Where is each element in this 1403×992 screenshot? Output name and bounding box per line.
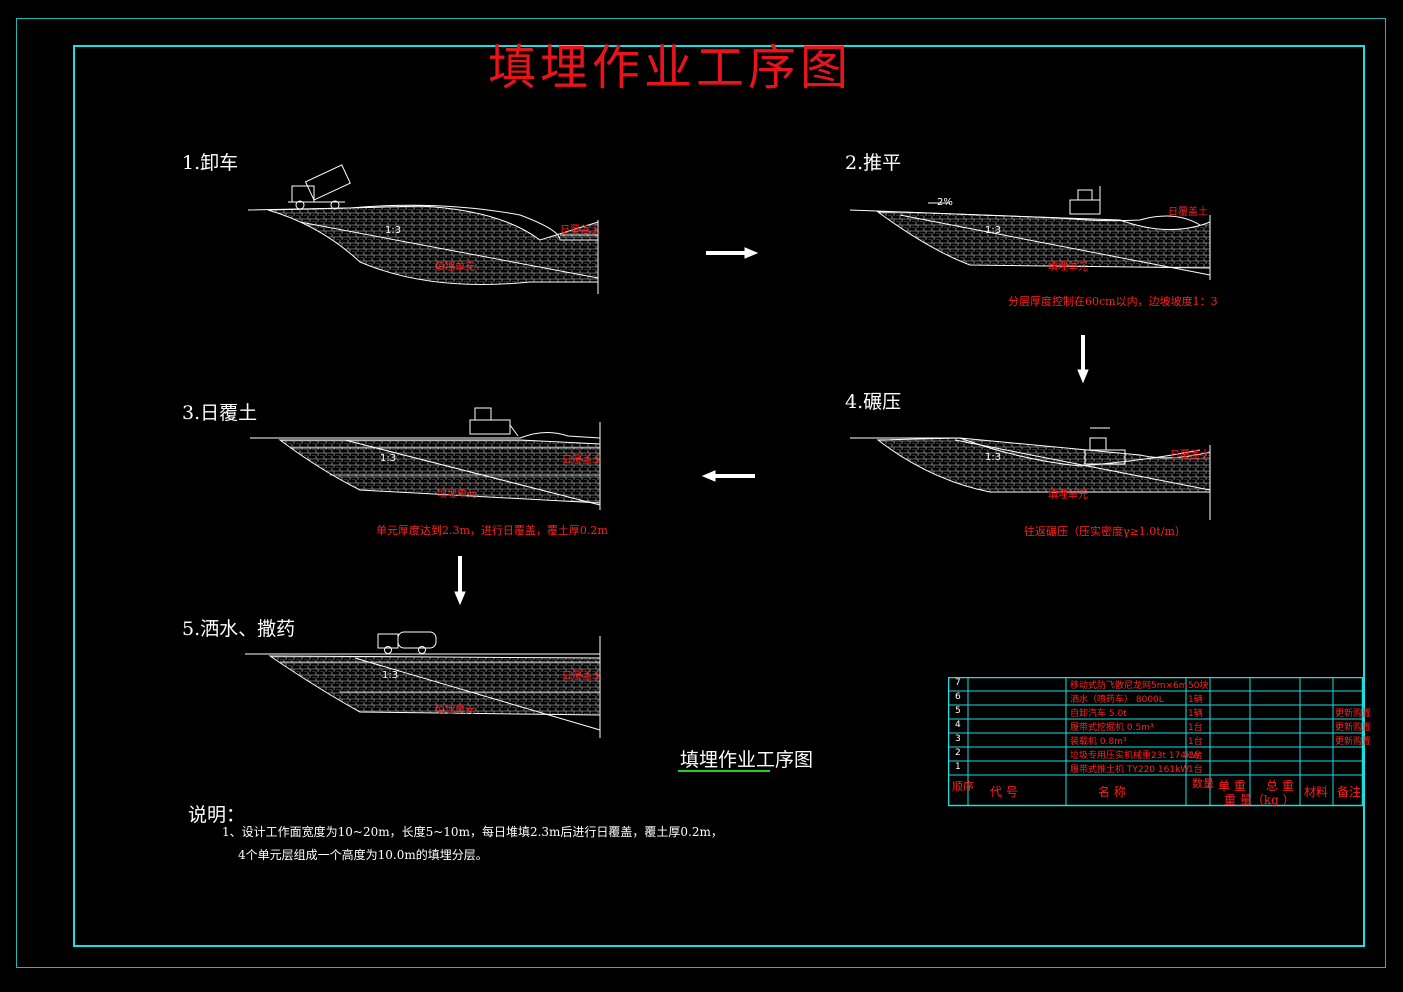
table-row-1-name: 履带式推土机 TY220 161kW [1070,765,1190,775]
table-row-4-name: 履带式挖掘机 0.5m³ [1070,723,1154,733]
step-2-slope-label: 1:3 [985,225,1002,236]
table-header-name: 名 称 [1098,785,1126,799]
table-row-5-name: 自卸汽车 5.0t [1070,709,1127,719]
table-row-6-no: 6 [955,692,961,702]
drawing-inner-border [73,45,1365,947]
notes-line-2: 4个单元层组成一个高度为10.0m的填埋分层。 [238,848,488,862]
step-4-slope-label: 1:3 [985,452,1002,463]
table-row-1-no: 1 [955,762,961,772]
table-row-2-name: 垃圾专用压实机械重23t 174kW [1070,751,1201,761]
table-header-material: 材料 [1304,785,1329,799]
step-1-label: 1.卸车 [182,152,239,174]
step-4-cover-label: 日覆盖土 [1170,450,1210,461]
step-2-label: 2.推平 [845,152,902,174]
step-3-cover-label: 日覆盖土 [562,455,602,466]
table-header-qty: 数量 [1192,777,1214,790]
table-row-1-qty: 1台 [1188,765,1203,775]
table-header-no: 顺序 [952,780,974,793]
diagram-step-1-unloading [247,164,599,294]
table-row-4-qty: 1台 [1188,723,1203,733]
step-1-layer-label: 填埋单元 [435,262,475,273]
table-row-7-qty: 50块 [1188,681,1209,691]
table-header-total-weight: 总 重 [1266,779,1294,793]
drawing-outer-border [16,18,1386,968]
step-5-layer-label: 填埋单元 [435,705,475,716]
table-header-remark: 备注 [1337,785,1362,799]
table-row-3-qty: 1台 [1188,737,1203,747]
flow-arrow-left [701,470,755,482]
step-3-label: 3.日覆土 [182,402,258,424]
subtitle: 填埋作业工序图 [680,749,814,771]
diagram-step-3-daily-cover [250,407,601,510]
table-row-7-name: 移动式防飞散尼龙网5m×6m [1070,681,1188,691]
notes-line-1: 1、设计工作面宽度为10~20m，长度5~10m，每日堆填2.3m后进行日覆盖，… [222,825,723,839]
step-4-note: 往返碾压（压实密度γ≥1.0t/m） [1024,525,1186,538]
diagram-step-5-spraying [245,631,601,738]
step-3-slope-label: 1:3 [380,453,397,464]
table-header-code: 代 号 [990,785,1018,799]
diagram-step-2-leveling [849,186,1211,280]
step-5-slope-label: 1:3 [382,670,399,681]
table-row-5-no: 5 [955,706,961,716]
notes-heading: 说明： [188,804,246,826]
table-row-5-qty: 1辆 [1188,709,1203,719]
table-row-3-name: 装载机 0.8m³ [1070,737,1127,747]
step-1-slope-label: 1:3 [385,225,402,236]
step-2-cover-label: 日覆盖土 [1168,207,1208,218]
table-row-3-no: 3 [955,734,961,744]
step-4-label: 4.碾压 [845,391,902,413]
subtitle-underline [678,770,770,772]
table-row-4-no: 4 [955,720,961,730]
step-3-layer-label: 填埋单元 [437,489,477,500]
step-4-layer-label: 填埋单元 [1048,490,1088,501]
step-3-note: 单元厚度达到2.3m，进行日覆盖，覆土厚0.2m [376,524,608,537]
flow-arrow-down-right-column [1077,335,1089,384]
equipment-table-grid [948,677,1364,807]
equipment-table: 7 移动式防飞散尼龙网5m×6m 50块 6 洒水（喷药车） 8000L 1辆 … [948,677,1371,807]
table-row-5-remark: 更新购置 [1335,709,1372,719]
table-row-3-remark: 更新购置 [1335,737,1372,747]
table-row-7-no: 7 [955,678,961,688]
step-2-grade-label: 2% [937,197,953,208]
flow-arrow-down-left-column [454,556,466,606]
step-2-layer-label: 填埋单元 [1048,262,1088,273]
flow-arrow-right [706,247,759,259]
step-5-label: 5.洒水、撒药 [182,618,296,640]
table-row-4-remark: 更新购置 [1335,723,1372,733]
table-row-2-qty: 1台 [1188,751,1203,761]
diagram-step-4-compaction [850,427,1211,520]
drawing-title: 填埋作业工序图 [488,40,853,96]
table-header-weight-label: 重 量（kg ） [1224,793,1295,807]
step-5-cover-label: 日覆盖土 [562,671,602,682]
step-1-cover-label: 日覆盖土 [560,225,600,236]
table-header-unit-weight: 单 重 [1218,779,1246,793]
table-row-6-name: 洒水（喷药车） 8000L [1070,695,1164,705]
table-row-2-no: 2 [955,748,961,758]
step-2-note: 分层厚度控制在60cm以内，边坡坡度1：3 [1008,295,1218,308]
table-row-6-qty: 1辆 [1188,695,1203,705]
